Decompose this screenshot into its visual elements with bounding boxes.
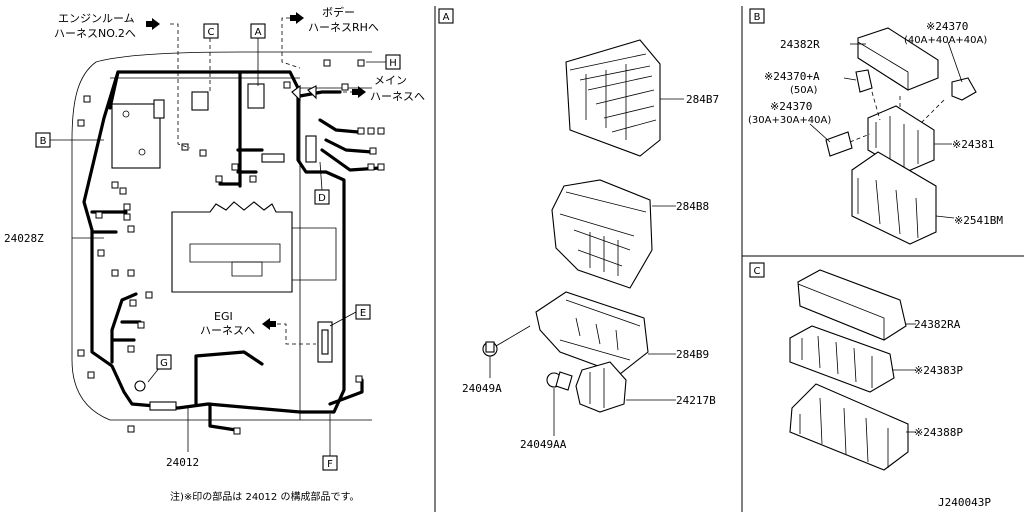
part-24370-top: ※24370 xyxy=(926,20,968,33)
box-c: C xyxy=(203,23,219,39)
part-284b9: 284B9 xyxy=(676,348,709,361)
svg-text:G: G xyxy=(160,358,168,369)
part-24049aa: 24049AA xyxy=(520,438,567,451)
callout-body: ボデー xyxy=(322,5,355,19)
part-24028z: 24028Z xyxy=(4,232,44,245)
svg-text:A: A xyxy=(255,27,262,38)
box-a: A xyxy=(250,23,266,39)
box-f: F xyxy=(322,455,338,471)
svg-text:B: B xyxy=(754,12,761,23)
svg-text:F: F xyxy=(327,459,333,470)
panel-a-letter: A xyxy=(438,8,454,24)
box-g: G xyxy=(156,354,172,370)
part-24370a: ※24370+A xyxy=(764,70,820,83)
part-24388p: ※24388P xyxy=(914,426,963,439)
arrow-main-icon xyxy=(352,86,366,98)
svg-text:D: D xyxy=(318,193,326,204)
callout-engine-room: エンジンルーム xyxy=(58,12,135,25)
arrow-egi-icon xyxy=(262,318,276,330)
callout-egi: EGI xyxy=(214,310,233,323)
part-2541bm: ※2541BM xyxy=(954,214,1003,227)
part-24382ra: 24382RA xyxy=(914,318,961,331)
part-24383p: ※24383P xyxy=(914,364,963,377)
part-24381: ※24381 xyxy=(952,138,994,151)
panel-b-letter: B xyxy=(749,8,765,24)
svg-text:A: A xyxy=(443,12,450,23)
arrow-engine-room-icon xyxy=(146,18,160,30)
part-24370-top-sub: (40A+40A+40A) xyxy=(904,35,987,46)
panel-c-letter: C xyxy=(749,262,765,278)
part-24049a: 24049A xyxy=(462,382,502,395)
part-24370a-sub: (50A) xyxy=(790,85,817,96)
svg-text:E: E xyxy=(360,308,366,319)
panel-a-parts xyxy=(482,39,661,413)
part-24012: 24012 xyxy=(166,456,199,469)
arrow-body-icon xyxy=(290,12,304,24)
box-e: E xyxy=(355,304,371,320)
callout-egi-2: ハーネスへ xyxy=(200,324,255,337)
panel-b-parts xyxy=(825,27,977,245)
footnote: 注)※印の部品は 24012 の構成部品です。 xyxy=(170,490,359,503)
callout-main: メイン xyxy=(374,74,407,87)
part-24217b: 24217B xyxy=(676,394,716,407)
box-b: B xyxy=(35,132,51,148)
part-24382r: 24382R xyxy=(780,38,820,51)
diagram-code: J240043P xyxy=(938,496,991,509)
box-h: H xyxy=(385,54,401,70)
part-24370-mid-sub: (30A+30A+40A) xyxy=(748,115,831,126)
main-layout xyxy=(50,17,386,456)
panel-c-parts xyxy=(789,269,909,471)
part-284b7: 284B7 xyxy=(686,93,719,106)
svg-text:C: C xyxy=(208,27,215,38)
box-d: D xyxy=(314,189,330,205)
part-24370-mid: ※24370 xyxy=(770,100,812,113)
svg-text:C: C xyxy=(754,266,761,277)
svg-text:H: H xyxy=(389,58,397,69)
part-284b8: 284B8 xyxy=(676,200,709,213)
callout-engine-room-2: ハーネスNO.2へ xyxy=(54,27,136,40)
callout-body-2: ハーネスRHへ xyxy=(308,21,379,34)
svg-text:B: B xyxy=(40,136,47,147)
callout-main-2: ハーネスへ xyxy=(370,90,425,103)
